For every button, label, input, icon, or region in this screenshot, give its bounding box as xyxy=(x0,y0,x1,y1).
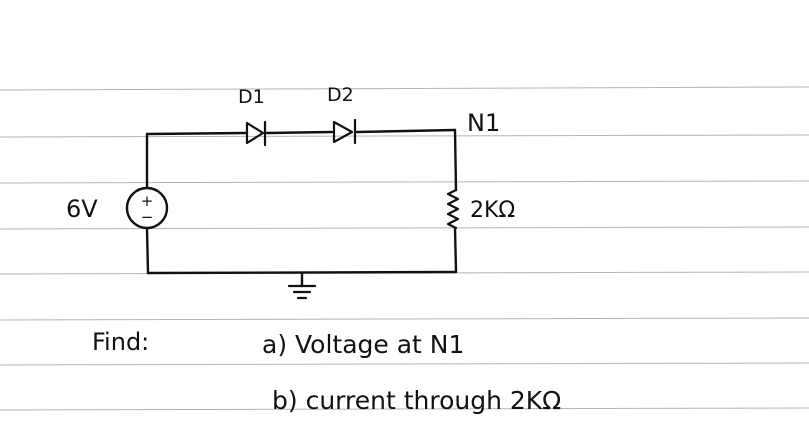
left-wire-bottom xyxy=(145,227,150,275)
diode-d2-symbol xyxy=(332,118,357,145)
source-voltage-label: 6V xyxy=(66,195,98,223)
diode-d1-label: D1 xyxy=(238,86,265,108)
resistor-value-label: 2KΩ xyxy=(470,198,515,223)
node-n1-label: N1 xyxy=(467,109,500,137)
source-plus-sign: + xyxy=(141,192,154,210)
question-b: b) current through 2KΩ xyxy=(272,386,561,415)
right-wire-top xyxy=(453,128,458,192)
diode-d2-label: D2 xyxy=(327,84,354,106)
voltage-source-symbol: + − xyxy=(125,186,169,230)
ground-icon xyxy=(287,284,317,300)
question-a: a) Voltage at N1 xyxy=(262,330,464,359)
source-minus-sign: − xyxy=(141,208,154,226)
find-label: Find: xyxy=(92,328,149,356)
diode-d1-symbol xyxy=(245,120,267,147)
top-wire xyxy=(145,128,457,136)
ruled-lines xyxy=(0,86,809,411)
resistor-symbol xyxy=(446,188,460,230)
right-wire-bottom xyxy=(453,226,458,274)
circuit-wires xyxy=(145,128,458,288)
